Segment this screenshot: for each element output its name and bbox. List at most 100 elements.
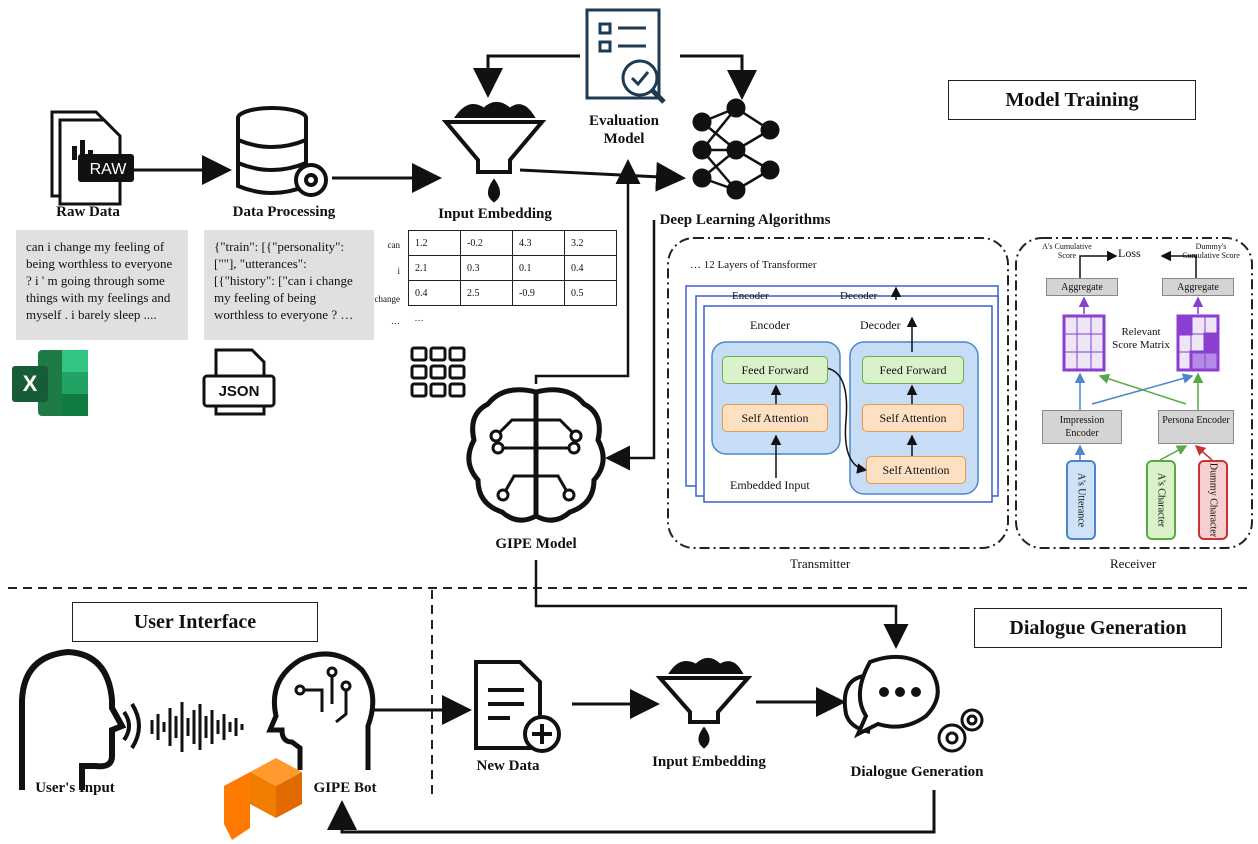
decoder-feed-forward: Feed Forward — [862, 356, 964, 384]
orange-cube-icon — [224, 758, 302, 840]
receiver-caption: Receiver — [1110, 556, 1157, 571]
layers-label: … 12 Layers of Transformer — [690, 259, 817, 271]
score-matrix-dummy — [1176, 314, 1220, 372]
gipe-model-label: GIPE Model — [495, 536, 577, 552]
row-label: i — [397, 266, 400, 276]
raw-badge: RAW — [89, 161, 127, 178]
table-cell: 1.2 — [408, 230, 461, 256]
grid-icon — [410, 346, 466, 398]
funnel-icon — [441, 102, 547, 203]
dialogue-generation-title: Dialogue Generation — [974, 608, 1222, 648]
receiver-panel — [1015, 237, 1253, 549]
row-label: change — [374, 294, 400, 304]
table-cell — [565, 306, 617, 331]
table-cell: 4.3 — [512, 230, 565, 256]
bottom-funnel-icon — [655, 658, 753, 749]
table-cell: 0.3 — [460, 255, 513, 281]
new-data-icon — [474, 660, 561, 753]
aggregate-dummy: Aggregate — [1162, 278, 1234, 296]
raw-data-label: Raw Data — [56, 204, 120, 220]
table-cell: 0.4 — [564, 255, 617, 281]
table-cell: 3.2 — [564, 230, 617, 256]
neural-network-icon — [692, 98, 780, 200]
row-label: can — [387, 240, 401, 250]
table-cell: 0.1 — [512, 255, 565, 281]
persona-encoder: Persona Encoder — [1158, 410, 1234, 444]
a-utterance-box: A's Utterance — [1066, 460, 1096, 540]
a-character-box: A's Character — [1146, 460, 1176, 540]
embedded-input-label: Embedded Input — [730, 478, 810, 492]
users-input-label: User's Input — [35, 780, 115, 796]
a-score-label: A's Cumulative Score — [1042, 242, 1092, 260]
user-interface-title: User Interface — [72, 602, 318, 642]
table-cell: 0.4 — [408, 280, 461, 306]
table-cell: 0.5 — [564, 280, 617, 306]
table-cell: -0.9 — [512, 280, 565, 306]
transmitter-caption: Transmitter — [790, 556, 851, 571]
encoder-label: Encoder — [750, 318, 790, 332]
score-matrix-a — [1062, 314, 1106, 372]
chat-bubble-icon — [842, 654, 940, 739]
brain-icon — [466, 387, 606, 523]
back-encoder-label: Encoder — [732, 290, 769, 302]
decoder-label: Decoder — [860, 318, 901, 332]
arrow-dialogue-to-bot — [327, 790, 936, 834]
json-file-icon — [202, 348, 276, 416]
new-data-label: New Data — [476, 758, 540, 774]
dummy-score-label: Dummy's Cumulative Score — [1182, 242, 1240, 260]
bottom-dialogue-generation-label: Dialogue Generation — [850, 764, 984, 780]
table-cell: -0.2 — [460, 230, 513, 256]
gears-icon — [937, 708, 984, 753]
waveform-icon — [150, 702, 244, 752]
transmitter-panel — [667, 237, 1009, 549]
arrow-eval-to-dl — [680, 54, 757, 100]
back-decoder-label: Decoder — [840, 290, 878, 302]
decoder-self-attention: Self Attention — [862, 404, 964, 432]
table-cell: 2.1 — [408, 255, 461, 281]
aggregate-a: Aggregate — [1046, 278, 1118, 296]
relevant-matrix-label: Relevant Score Matrix — [1112, 326, 1170, 351]
gipe-bot-label: GIPE Bot — [313, 780, 377, 796]
impression-encoder: Impression Encoder — [1042, 410, 1122, 444]
a-utterance-label: A's Utterance — [1075, 472, 1087, 528]
evaluation-doc-icon — [585, 8, 666, 104]
model-training-title: Model Training — [948, 80, 1196, 120]
bot-head-icon — [266, 651, 376, 770]
json-icon-label: JSON — [218, 383, 260, 400]
arrow-eval-to-embedding — [473, 54, 580, 98]
deep-learning-label: Deep Learning Algorithms — [659, 212, 831, 228]
dummy-character-label: Dummy Character — [1207, 462, 1219, 538]
table-cell — [461, 306, 513, 331]
a-character-label: A's Character — [1155, 472, 1167, 528]
arrow-gipe-to-eval — [534, 159, 641, 384]
excel-icon-label: X — [22, 371, 38, 396]
table-cell: … — [414, 313, 424, 323]
arrow-enc-to-dec — [825, 367, 868, 474]
raw-data-icon — [50, 110, 134, 206]
encoder-self-attention: Self Attention — [722, 404, 828, 432]
loss-label: Loss — [1118, 246, 1141, 260]
input-embedding-label: Input Embedding — [438, 206, 552, 222]
encoder-feed-forward: Feed Forward — [722, 356, 828, 384]
data-processing-label: Data Processing — [232, 204, 336, 220]
table-row: … — [409, 306, 617, 331]
json-data-note: {"train": [{"personality": [""], "uttera… — [204, 230, 374, 340]
bottom-input-embedding-label: Input Embedding — [652, 754, 766, 770]
table-cell — [513, 306, 565, 331]
evaluation-model-label: Evaluation Model — [588, 113, 660, 147]
dummy-character-box: Dummy Character — [1198, 460, 1228, 540]
arrow-gipe-to-dialogue — [534, 560, 909, 649]
arrow-dl-to-gipe — [605, 220, 656, 471]
decoder-cross-attention: Self Attention — [866, 456, 966, 484]
table-cell: 2.5 — [460, 280, 513, 306]
database-icon — [236, 106, 328, 197]
row-label: … — [391, 316, 400, 326]
arrow-embedding-to-dl — [519, 161, 686, 192]
excel-icon — [12, 350, 88, 416]
raw-data-note: can i change my feeling of being worthle… — [16, 230, 188, 340]
speaking-head-icon — [19, 648, 141, 790]
